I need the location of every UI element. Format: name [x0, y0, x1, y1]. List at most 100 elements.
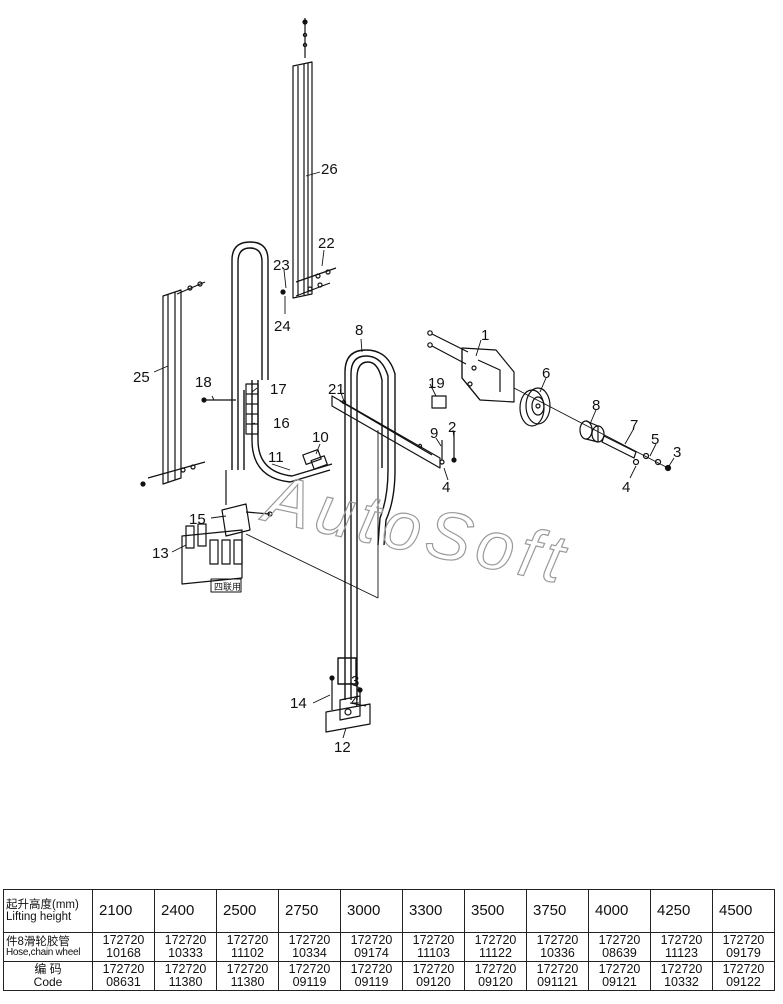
code-cell-line: 172720 — [474, 961, 517, 976]
hose-code-cell-line: 11123 — [665, 946, 698, 960]
code-cell-line: 09120 — [478, 975, 513, 989]
callout-26: 26 — [321, 161, 338, 178]
height-cell: 3000 — [340, 889, 403, 933]
connectors-10-11 — [302, 448, 328, 470]
row-header-height: 起升高度(mm) Lifting height — [3, 889, 93, 933]
height-cell: 2100 — [92, 889, 155, 933]
code-cell-line: 172720 — [226, 961, 269, 976]
row-header-code: 编 码 Code — [3, 961, 93, 991]
spec-table: 起升高度(mm) Lifting height 2100 2400 2500 2… — [3, 889, 775, 991]
code-cell-line: 172720 — [164, 961, 207, 976]
hose-code-cell-line: 172720 — [164, 932, 207, 947]
code-cell-line: 172720 — [412, 961, 455, 976]
code-cell-line: 09119 — [292, 975, 327, 989]
hose-code-cell-line: 172720 — [102, 932, 145, 947]
code-cell-line: 10332 — [664, 975, 699, 989]
callout-16: 16 — [273, 415, 290, 432]
shaft-2 — [601, 435, 637, 459]
watermark: AutoSoft — [255, 460, 577, 599]
header-height-cn: 起升高度(mm) — [6, 898, 79, 911]
hose-code-cell-line: 172720 — [722, 932, 765, 947]
hose-code-cell-line: 172720 — [412, 932, 455, 947]
callout-3b: 3 — [673, 444, 681, 461]
code-cell-line: 172720 — [536, 961, 579, 976]
callout-12: 12 — [334, 739, 351, 756]
hose-code-cell-line: 172720 — [660, 932, 703, 947]
code-cell-line: 172720 — [722, 961, 765, 976]
callout-24: 24 — [274, 318, 291, 335]
height-cell: 4000 — [588, 889, 651, 933]
callout-1: 1 — [481, 327, 489, 344]
block-19 — [431, 395, 447, 409]
code-cell-line: 172720 — [288, 961, 331, 976]
callout-3c: 3 — [351, 673, 359, 690]
code-cell-line: 172720 — [350, 961, 393, 976]
callout-11: 11 — [268, 449, 284, 466]
row-header-hose: 件8滑轮胶管 Hose,chain wheel — [3, 932, 93, 962]
callout-19: 19 — [428, 375, 445, 392]
hose-code-cell-line: 09179 — [726, 946, 761, 960]
block-15 — [221, 470, 273, 537]
height-cell: 3750 — [526, 889, 589, 933]
exploded-parts-diagram: 1 7 2 3 3 4 4 4 5 6 8 8 9 10 11 12 13 14… — [133, 18, 681, 756]
callout-18: 18 — [195, 374, 212, 391]
crossbar-21 — [331, 395, 441, 469]
callout-21: 21 — [328, 381, 345, 398]
callout-10: 10 — [312, 429, 329, 446]
fittings-16-17 — [201, 383, 259, 435]
code-cell-line: 091121 — [537, 975, 578, 989]
header-hose-en: Hose,chain wheel — [6, 946, 81, 958]
hose-code-cell-line: 172720 — [536, 932, 579, 947]
callout-4a: 4 — [442, 479, 450, 496]
callout-4c: 4 — [351, 693, 359, 710]
height-cell: 2750 — [278, 889, 341, 933]
code-cell-line: 09119 — [354, 975, 389, 989]
hose-code-cell-line: 172720 — [474, 932, 517, 947]
callout-14: 14 — [290, 695, 307, 712]
rail-25 — [140, 281, 206, 487]
callout-5: 5 — [651, 431, 659, 448]
callout-2: 7 — [630, 417, 638, 434]
callout-9: 9 — [430, 425, 438, 442]
height-cell: 3500 — [464, 889, 527, 933]
hose-code-cell-line: 09174 — [354, 946, 389, 960]
callout-15: 15 — [189, 511, 206, 528]
hose-code-cell-line: 172720 — [350, 932, 393, 947]
manifold-13 — [181, 523, 243, 593]
height-cell: 4500 — [712, 889, 775, 933]
callout-22: 22 — [318, 235, 335, 252]
box-label: 四联用 — [214, 582, 241, 592]
callout-23: 23 — [273, 257, 290, 274]
hose-code-cell-line: 11122 — [479, 946, 512, 960]
hose-code-cell-line: 10334 — [292, 946, 327, 960]
bracket-12 — [325, 675, 371, 733]
hose-code-cell-line: 10336 — [540, 946, 575, 960]
hose-code-cell-line: 11103 — [417, 946, 450, 960]
header-height-en: Lifting height — [6, 911, 72, 923]
hose-code-cell-line: 11102 — [231, 946, 264, 960]
callout-17: 17 — [270, 381, 287, 398]
hose-code-cell-line: 10168 — [106, 946, 141, 960]
callout-7: 8 — [592, 397, 600, 414]
hose-code-cell-line: 08639 — [602, 946, 637, 960]
code-cell-line: 11380 — [168, 975, 203, 989]
